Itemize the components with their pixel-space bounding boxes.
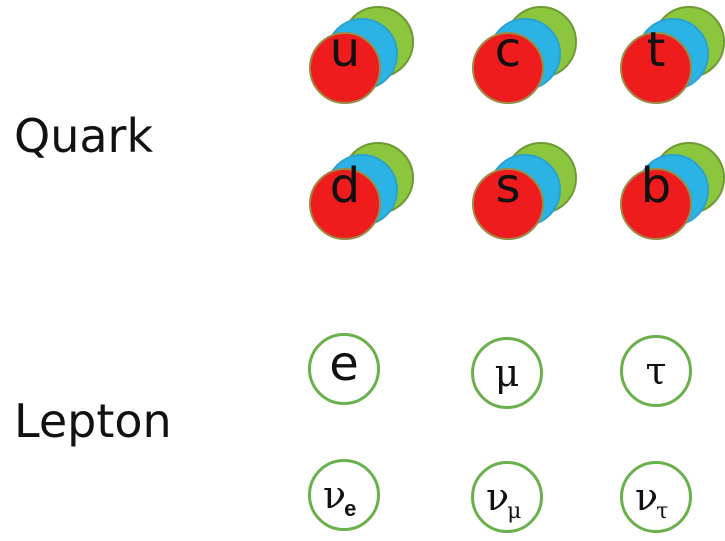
neutrino-subscript: μ [507, 499, 522, 524]
neutrino-symbol: ντ [635, 475, 668, 523]
nu-glyph: ν [635, 475, 659, 519]
quark-row-label: Quark [14, 109, 154, 163]
quark-b: b [617, 142, 725, 252]
lepton-tau: τ [620, 335, 692, 407]
quark-symbol: d [329, 158, 361, 214]
lepton-symbol: μ [494, 351, 520, 395]
quark-c: c [469, 6, 589, 116]
neutrino-tau: ντ [620, 461, 692, 533]
quark-symbol: s [495, 158, 521, 214]
neutrino-symbol: νe [323, 473, 356, 520]
quark-symbol: b [640, 158, 672, 214]
lepton-electron: e [308, 333, 380, 405]
red-color-ball [309, 32, 381, 104]
nu-glyph: ν [486, 475, 510, 519]
lepton-muon: μ [471, 337, 543, 409]
red-color-ball [472, 32, 544, 104]
neutrino-symbol: νμ [486, 475, 521, 523]
lepton-symbol: τ [645, 349, 667, 393]
lepton-row-label: Lepton [14, 394, 172, 448]
red-color-ball [472, 168, 544, 240]
quark-s: s [469, 142, 589, 252]
quark-t: t [617, 6, 725, 116]
quark-symbol: u [329, 22, 361, 78]
quark-symbol: c [494, 22, 522, 78]
neutrino-electron: νe [308, 459, 380, 531]
neutrino-subscript: τ [656, 499, 669, 524]
quark-u: u [306, 6, 426, 116]
lepton-symbol: e [329, 336, 359, 392]
neutrino-subscript: e [344, 496, 357, 521]
quark-d: d [306, 142, 426, 252]
nu-glyph: ν [323, 473, 347, 517]
neutrino-muon: νμ [471, 461, 543, 533]
red-color-ball [620, 32, 692, 104]
red-color-ball [620, 168, 692, 240]
quark-symbol: t [646, 22, 666, 78]
red-color-ball [309, 168, 381, 240]
